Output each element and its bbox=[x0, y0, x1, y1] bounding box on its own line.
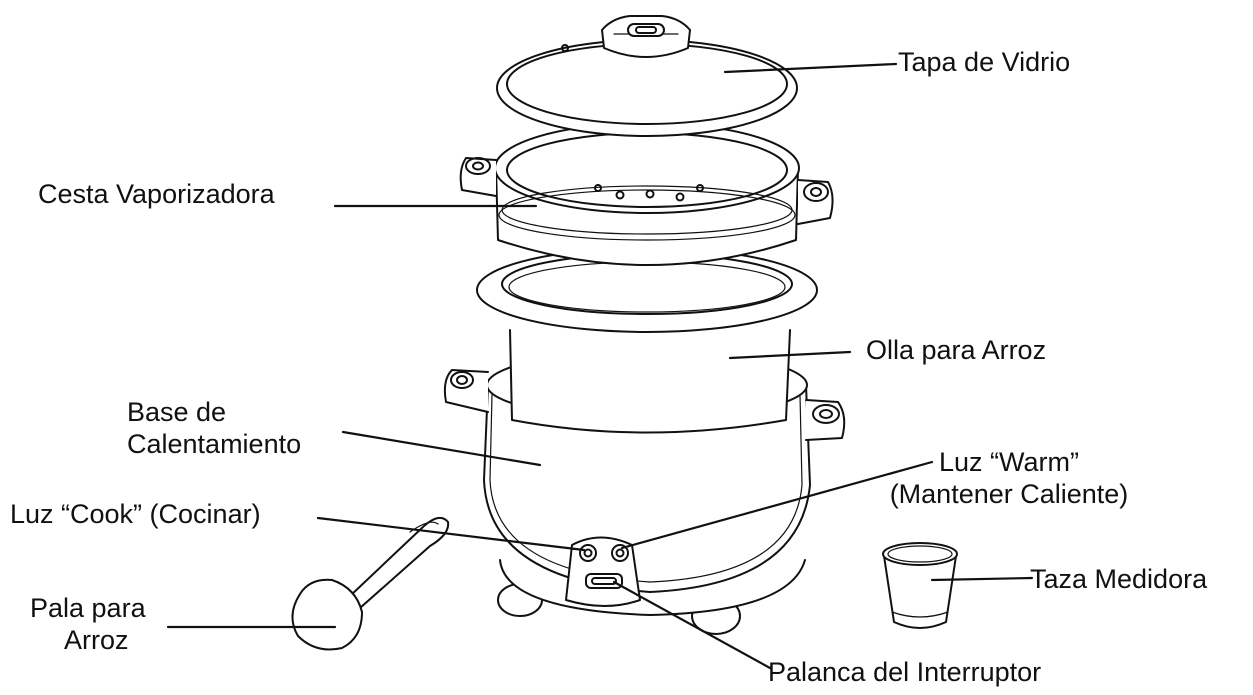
cook-light bbox=[579, 544, 597, 562]
label-olla-para-arroz: Olla para Arroz bbox=[866, 335, 1047, 365]
label-base-line-2: Calentamiento bbox=[127, 429, 302, 459]
label-cesta-vaporizadora: Cesta Vaporizadora bbox=[38, 179, 275, 209]
label-taza-medidora: Taza Medidora bbox=[1030, 564, 1208, 594]
leader-cook bbox=[316, 516, 586, 552]
measuring-cup bbox=[882, 542, 958, 629]
leader-base bbox=[341, 430, 542, 467]
rice-paddle bbox=[291, 516, 450, 651]
steamer-basket bbox=[459, 122, 834, 266]
leader-palanca bbox=[612, 580, 772, 670]
rice-pot bbox=[476, 247, 818, 434]
leader-taza bbox=[930, 576, 1034, 582]
leader-warm bbox=[620, 460, 934, 550]
label-palanca-del-interruptor: Palanca del Interruptor bbox=[768, 657, 1042, 687]
leader-tapa bbox=[723, 62, 898, 74]
label-luz-cook: Luz “Cook” (Cocinar) bbox=[10, 499, 261, 529]
label-warm-line-1: Luz “Warm” bbox=[939, 447, 1079, 477]
label-base-line-1: Base de bbox=[127, 397, 227, 427]
label-base-de-calentamiento: Base de Calentamiento bbox=[127, 396, 301, 460]
warm-light bbox=[611, 544, 629, 562]
leader-lines bbox=[166, 62, 1034, 670]
label-pala-line-2: Arroz bbox=[64, 625, 129, 655]
label-luz-warm: Luz “Warm” (Mantener Caliente) bbox=[862, 446, 1156, 510]
leader-olla bbox=[728, 350, 852, 360]
label-pala-para-arroz: Pala para Arroz bbox=[30, 592, 146, 656]
glass-lid bbox=[496, 15, 798, 137]
label-tapa-de-vidrio: Tapa de Vidrio bbox=[898, 47, 1071, 77]
control-panel bbox=[565, 536, 641, 607]
label-pala-line-1: Pala para bbox=[30, 593, 146, 623]
label-warm-line-2: (Mantener Caliente) bbox=[889, 479, 1129, 509]
